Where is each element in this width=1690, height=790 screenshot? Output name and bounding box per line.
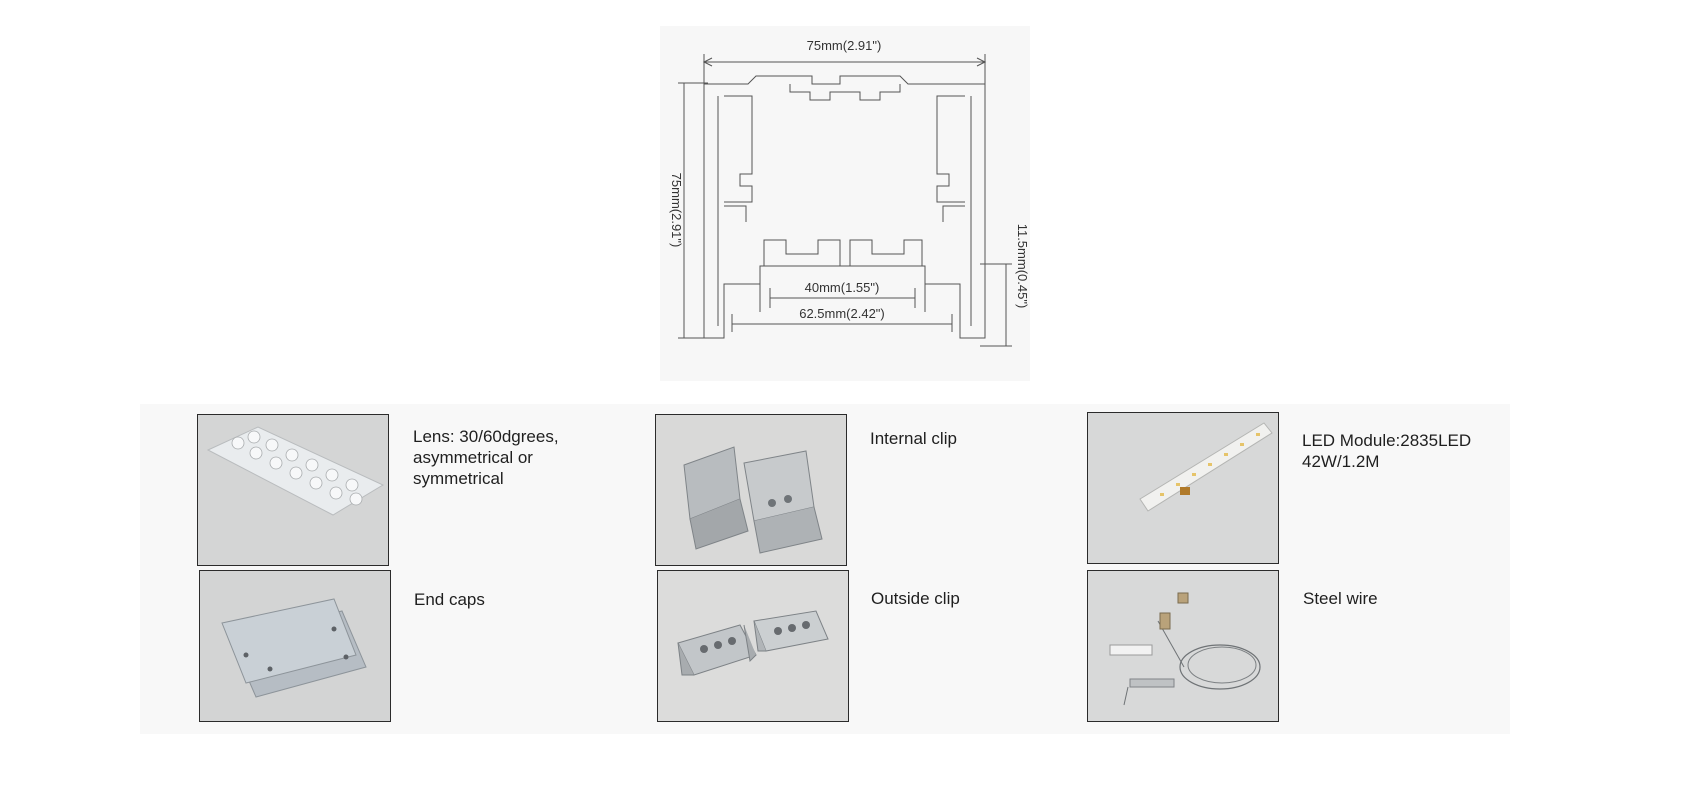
- inner-width-dimension-label: 40mm(1.55"): [805, 280, 880, 295]
- width-dimension-label: 75mm(2.91"): [807, 38, 882, 53]
- internal-clip-icon: [656, 415, 846, 565]
- profile-cross-section-drawing: 75mm(2.91") 75mm(2.91") 11.5mm(0.45") 40…: [660, 26, 1030, 381]
- bottom-width-dimension-label: 62.5mm(2.42"): [799, 306, 885, 321]
- end-caps-label: End caps: [414, 590, 485, 609]
- right-dimension-label: 11.5mm(0.45"): [1015, 224, 1030, 309]
- internal-clip-label: Internal clip: [870, 429, 957, 448]
- height-dimension-label: 75mm(2.91"): [669, 173, 684, 248]
- outside-clip-photo: [657, 570, 849, 722]
- led-module-label: LED Module:2835LED 42W/1.2M: [1302, 431, 1472, 471]
- steel-wire-photo: [1087, 570, 1279, 722]
- lens-icon: [198, 415, 388, 565]
- led-module-icon: [1088, 413, 1278, 563]
- steel-wire-icon: [1088, 571, 1278, 721]
- steel-wire-label: Steel wire: [1303, 589, 1378, 608]
- lens-photo: [197, 414, 389, 566]
- outside-clip-icon: [658, 571, 848, 721]
- outside-clip-label: Outside clip: [871, 589, 960, 608]
- accessories-panel: Lens: 30/60dgrees, asymmetrical or symme…: [140, 404, 1510, 734]
- end-caps-photo: [199, 570, 391, 722]
- profile-drawing-svg: 75mm(2.91") 75mm(2.91") 11.5mm(0.45") 40…: [669, 38, 1030, 347]
- lens-label: Lens: 30/60dgrees, asymmetrical or symme…: [413, 427, 559, 488]
- end-cap-icon: [200, 571, 390, 721]
- internal-clip-photo: [655, 414, 847, 566]
- led-module-photo: [1087, 412, 1279, 564]
